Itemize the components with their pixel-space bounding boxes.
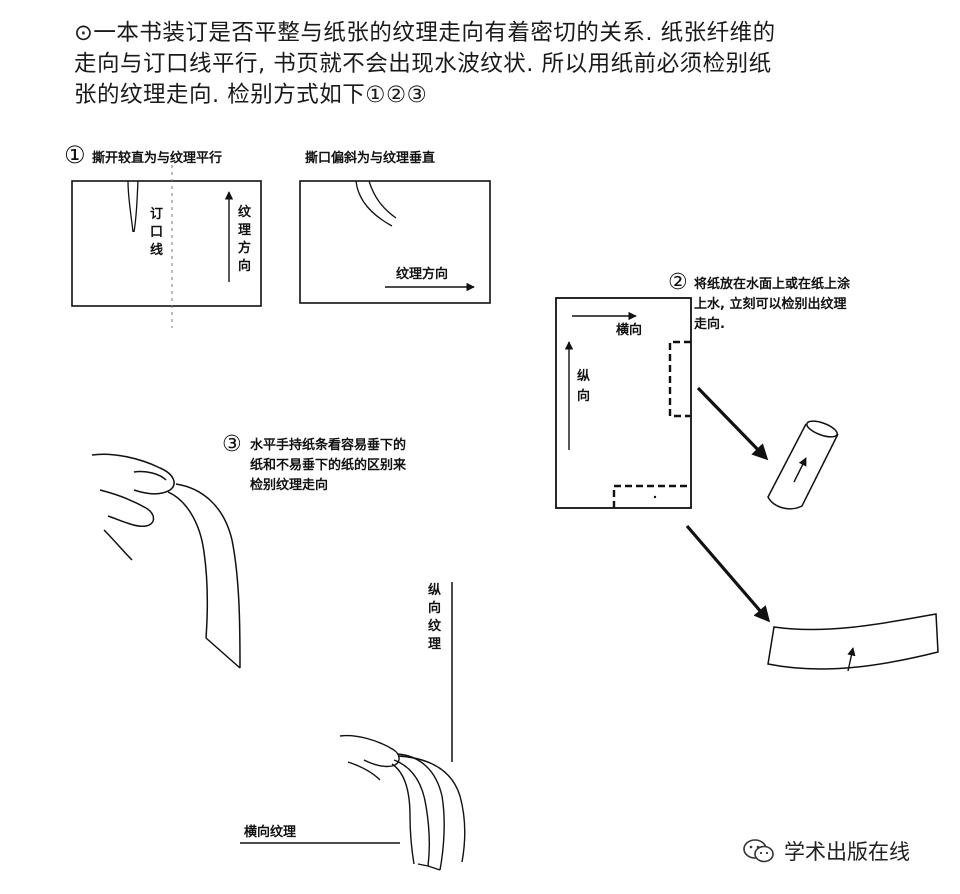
method3-caption-line-3: 检别纹理走向 (250, 477, 328, 493)
label-vertical-char-2: 向 (577, 388, 590, 404)
vertical-grain-char-2: 向 (428, 600, 441, 616)
grain-vertical-char-3: 方 (238, 240, 251, 256)
intro-line-2: 走向与订口线平行, 书页就不会出现水波纹状. 所以用纸前必须检别纸 (74, 51, 772, 77)
method1: ① 撕开较直为与纹理平行 撕口偏斜为与纹理垂直 订 口 线 纹 理 方 向 纹理… (64, 141, 491, 328)
arrow-to-curl-strip (696, 386, 769, 461)
method3-marker: ③ (222, 432, 242, 457)
sheet-torn-parallel (71, 180, 262, 307)
slanted-tear (355, 180, 397, 227)
cut-strip-vertical (668, 340, 691, 418)
sheet-torn-perpendicular (299, 180, 491, 304)
vertical-grain-char-1: 纵 (428, 582, 441, 598)
binding-line-char-3: 线 (150, 242, 163, 258)
wechat-icon (743, 839, 774, 863)
vertical-grain-char-4: 理 (428, 637, 441, 652)
hand-with-strips (339, 734, 466, 871)
cut-strip-horizontal (612, 484, 691, 508)
vertical-grain-char-3: 纹 (428, 618, 442, 634)
arrow-to-flat-strip (685, 524, 771, 623)
label-vertical-char-1: 纵 (577, 368, 590, 384)
method3-caption-line-1: 水平手持纸条看容易垂下的 (250, 437, 406, 453)
test-sheet (555, 297, 692, 509)
method2-caption-line-2: 上水, 立刻可以检别出纹理 (694, 296, 846, 312)
curled-strip (767, 420, 839, 510)
label-horizontal: 横向 (616, 322, 642, 338)
method2-caption-line-3: 走向. (694, 316, 725, 332)
grain-vertical-char-4: 向 (238, 258, 251, 274)
grain-horizontal-label: 纹理方向 (396, 266, 448, 282)
bent-strip (767, 613, 939, 672)
intro-line-1: ⊙一本书装订是否平整与纸张的纹理走向有着密切的关系. 纸张纤维的 (74, 20, 776, 46)
watermark-text: 学术出版在线 (784, 840, 910, 864)
method3: ③ 水平手持纸条看容易垂下的 纸和不易垂下的纸的区别来 检别纹理走向 纵 向 纹… (91, 432, 466, 871)
method2-marker: ② (668, 270, 688, 295)
method3-caption-line-2: 纸和不易垂下的纸的区别来 (250, 457, 407, 473)
horizontal-grain-label: 横向纹理 (244, 824, 296, 840)
method1-marker: ① (64, 141, 86, 169)
method2: ② 将纸放在水面上或在纸上涂 上水, 立刻可以检别出纹理 走向. 横向 纵 向 (555, 270, 939, 672)
binding-line-char-1: 订 (150, 206, 163, 222)
method2-caption-line-1: 将纸放在水面上或在纸上涂 (694, 276, 851, 292)
grain-vertical-char-2: 理 (238, 223, 251, 238)
watermark: 学术出版在线 (742, 836, 910, 866)
straight-tear (127, 180, 139, 233)
hand-drooping-strip (91, 453, 241, 669)
intro-line-3: 张的纹理走向. 检别方式如下①②③ (74, 82, 428, 108)
intro-text: ⊙一本书装订是否平整与纸张的纹理走向有着密切的关系. 纸张纤维的 走向与订口线平… (74, 18, 924, 111)
method1-caption-right: 撕口偏斜为与纹理垂直 (305, 150, 435, 166)
grain-vertical-char-1: 纹 (238, 204, 252, 220)
method1-caption-left: 撕开较直为与纹理平行 (92, 150, 222, 166)
binding-line-char-2: 口 (150, 225, 163, 240)
